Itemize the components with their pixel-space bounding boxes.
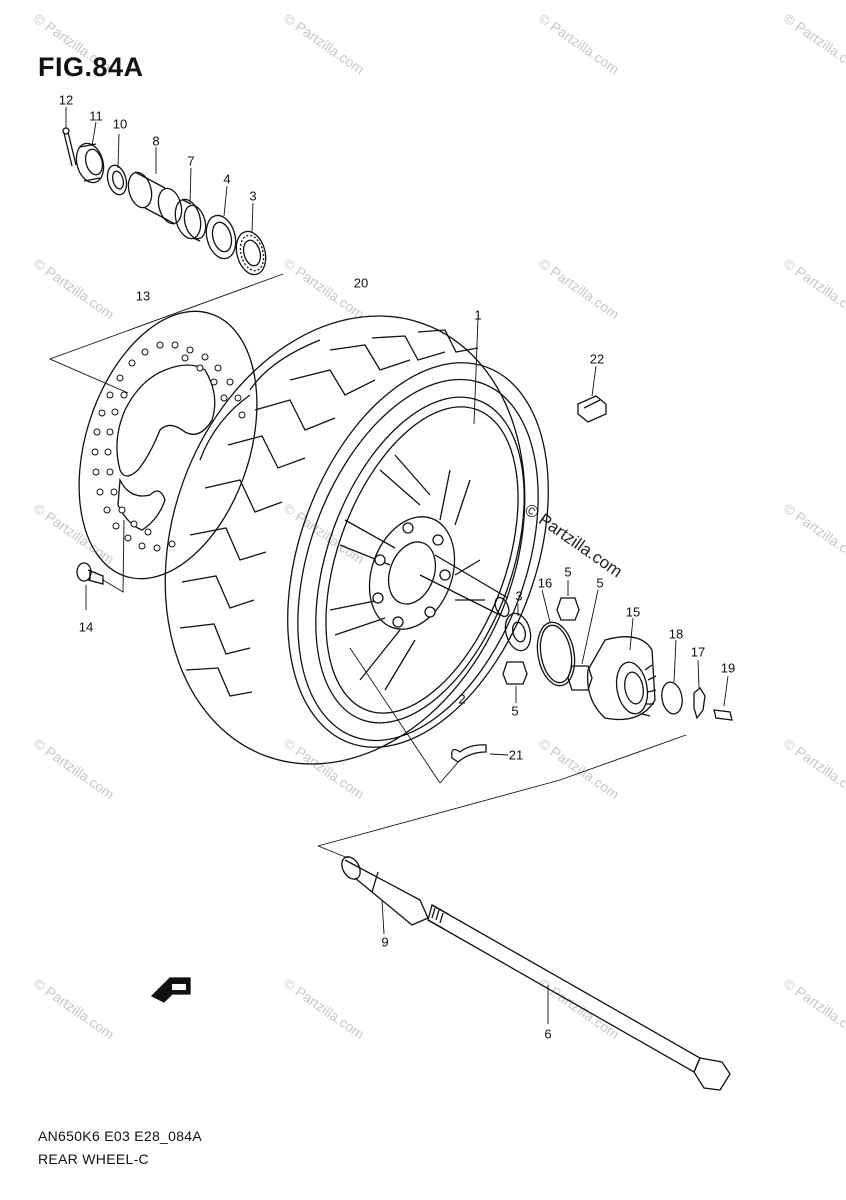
callout-label: 2 — [458, 691, 466, 707]
rear-axle — [427, 904, 731, 1091]
callout-label: 20 — [353, 275, 369, 291]
callout-label: 8 — [152, 133, 160, 149]
damper-top — [556, 597, 580, 621]
oil-seal — [205, 214, 237, 260]
callout-label: 5 — [564, 564, 572, 580]
clip — [693, 687, 706, 720]
bearing-right — [504, 612, 532, 652]
wheel-hub — [368, 516, 510, 630]
air-valve — [451, 744, 487, 763]
chain-adjuster-block — [577, 395, 607, 423]
callout-label: 19 — [720, 660, 736, 676]
brake-disc — [78, 310, 258, 580]
rear-rim — [297, 378, 539, 742]
callout-label: 13 — [135, 288, 151, 304]
damper-bottom — [502, 661, 528, 685]
figure-code: AN650K6 E03 E28_084A — [38, 1128, 203, 1144]
callout-label: 4 — [223, 171, 231, 187]
callout-label: 16 — [537, 575, 553, 591]
callout-label: 9 — [381, 934, 389, 950]
washer — [106, 164, 128, 196]
callout-label: 3 — [515, 588, 523, 604]
damper-right — [567, 665, 593, 691]
rear-tire — [164, 315, 549, 765]
callout-label: 14 — [78, 619, 94, 635]
figure-name: REAR WHEEL-C — [38, 1151, 149, 1167]
sprocket-drum — [586, 636, 657, 721]
cotter-pin — [62, 127, 77, 167]
callout-label: 17 — [690, 644, 706, 660]
callout-label: 11 — [89, 108, 103, 124]
o-ring — [536, 621, 576, 687]
disc-bolt — [76, 562, 104, 585]
callout-label: 3 — [249, 188, 257, 204]
figure-title: FIG.84A — [38, 52, 144, 82]
spacer — [127, 171, 183, 225]
callout-label: 10 — [112, 116, 128, 132]
callout-label: 22 — [589, 351, 605, 367]
dust-seal — [174, 198, 207, 242]
callout-label: 5 — [511, 703, 519, 719]
callout-label: 1 — [474, 307, 482, 323]
small-screw — [713, 709, 733, 721]
callout-label: 7 — [187, 153, 195, 169]
callout-label: 5 — [596, 575, 604, 591]
front-direction-icon — [150, 977, 191, 1003]
bearing-upper — [235, 230, 267, 276]
callout-label: 12 — [58, 92, 74, 108]
callout-label: 18 — [668, 626, 684, 642]
callout-label: 15 — [625, 604, 641, 620]
callout-label: 6 — [544, 1026, 552, 1042]
callout-label: 21 — [508, 747, 524, 763]
speedometer-plate — [661, 681, 683, 715]
axle-nut — [75, 142, 105, 184]
